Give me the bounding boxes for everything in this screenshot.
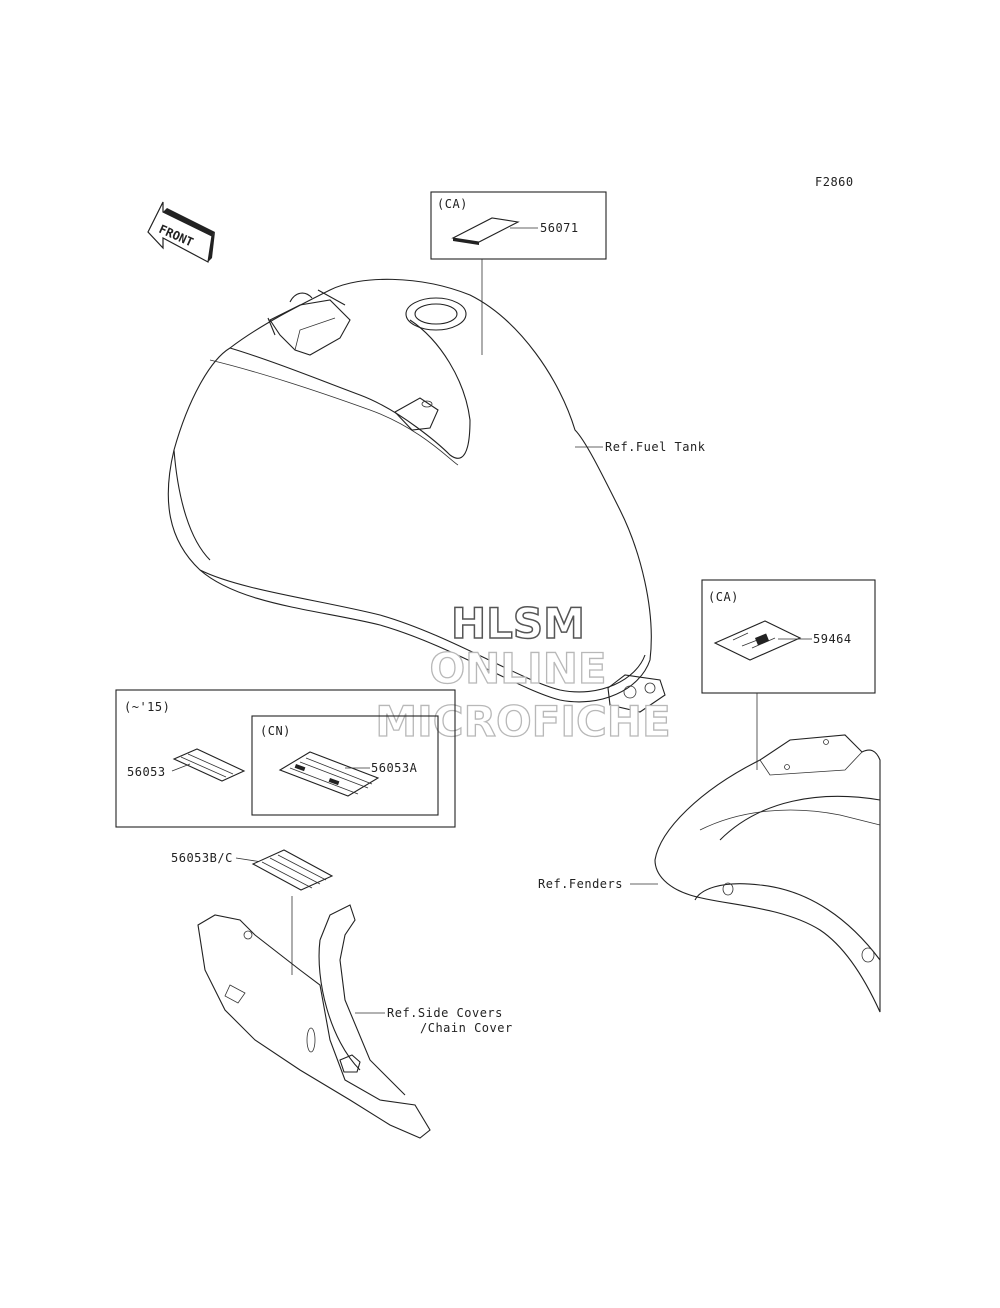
svg-text:ONLINE: ONLINE <box>429 644 606 693</box>
watermark: HLSM ONLINE MICROFICHE <box>375 598 672 746</box>
part-56053a: 56053A <box>371 761 418 775</box>
label-56053-icon <box>172 748 246 782</box>
svg-text:HLSM: HLSM <box>451 599 585 648</box>
figure-code: F2860 <box>815 175 854 189</box>
part-56071: 56071 <box>540 221 579 235</box>
cn-tag: (CN) <box>260 724 291 738</box>
ref-fuel-tank: Ref.Fuel Tank <box>605 440 706 454</box>
cn-box: (CN) 56053A <box>251 715 439 816</box>
label-56053bc: 56053B/C <box>171 849 334 891</box>
rear-fender <box>654 734 881 1013</box>
ref-chain-cover: /Chain Cover <box>420 1021 513 1035</box>
ca-box-top: (CA) 56071 <box>430 191 607 260</box>
ca-tag-top: (CA) <box>437 197 468 211</box>
ref-side-covers: Ref.Side Covers <box>387 1006 503 1020</box>
part-56053: 56053 <box>127 765 166 779</box>
front-arrow-icon: FRONT <box>147 201 215 263</box>
svg-text:MICROFICHE: MICROFICHE <box>375 697 670 746</box>
label-56071-icon <box>451 217 520 243</box>
side-cover <box>197 904 431 1139</box>
ref-fenders: Ref.Fenders <box>538 877 623 891</box>
part-59464: 59464 <box>813 632 852 646</box>
fuel-tank <box>167 278 666 713</box>
ca-box-right: (CA) 59464 <box>701 579 876 694</box>
part-56053bc: 56053B/C <box>171 851 233 865</box>
year-box: (~'15) 56053 <box>115 689 456 828</box>
label-56053a-icon <box>278 751 380 797</box>
ca-tag-right: (CA) <box>708 590 739 604</box>
year-tag: (~'15) <box>124 700 170 714</box>
